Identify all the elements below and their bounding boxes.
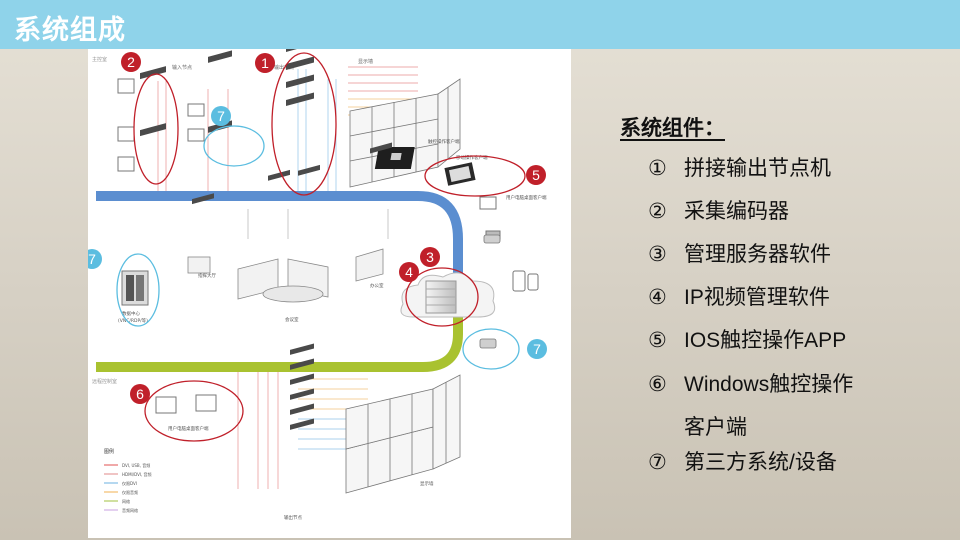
item-number: ④ bbox=[648, 286, 667, 309]
marker-7-left: 7 bbox=[88, 251, 96, 267]
label-touch-client: 触控操作客户端 bbox=[428, 138, 460, 145]
middle-endpoints bbox=[192, 142, 392, 205]
label-datacenter: 数据中心 bbox=[122, 310, 140, 317]
tablet-device bbox=[444, 162, 476, 186]
display-wall-top bbox=[349, 78, 461, 188]
component-list-panel: 系统组件： ① 拼接输出节点机 ② 采集编码器 ③ 管理服务器软件 ④ IP视频… bbox=[618, 112, 948, 492]
touch-client-device bbox=[374, 147, 415, 169]
marker-7-top: 7 bbox=[217, 108, 225, 124]
item-number: ③ bbox=[648, 243, 667, 266]
legend-item: 仅限音频 bbox=[122, 489, 138, 495]
remote-pcs bbox=[155, 394, 217, 414]
highlight-camera bbox=[462, 328, 520, 370]
item-label: 拼接输出节点机 bbox=[684, 157, 831, 180]
label-display-wall-top: 显示墙 bbox=[358, 58, 373, 65]
label-display-wall-bottom: 显示墙 bbox=[420, 480, 434, 487]
marker-7-right: 7 bbox=[533, 341, 541, 357]
item-number: ⑦ bbox=[648, 451, 667, 474]
label-remote-user-pc: 用户电脑桌面客户端 bbox=[168, 425, 209, 432]
ip-camera bbox=[479, 234, 501, 349]
item-number: ① bbox=[648, 157, 667, 180]
list-item: ⑥ Windows触控操作 客户端 bbox=[648, 363, 948, 449]
highlight-datacenter bbox=[116, 253, 160, 327]
slide-title: 系统组成 bbox=[14, 15, 126, 46]
system-diagram: 主控室 输入节点 输出节点 显示墙 bbox=[88, 49, 571, 538]
output-node-stack-bottom bbox=[290, 343, 314, 430]
label-mobile-client: 移动操作客户端 bbox=[456, 154, 488, 161]
list-item: ① 拼接输出节点机 bbox=[648, 155, 948, 198]
cable-lines bbox=[157, 66, 418, 489]
legend-title: 图例 bbox=[104, 448, 114, 455]
highlight-tablet bbox=[424, 155, 526, 197]
highlight-server bbox=[405, 267, 479, 327]
highlight-output-nodes bbox=[271, 52, 337, 196]
label-meeting-room: 会议室 bbox=[285, 316, 299, 323]
marker-1: 1 bbox=[261, 55, 269, 71]
network-bus-blue bbox=[96, 191, 463, 279]
legend-item: HDMI/DVI, 音频 bbox=[122, 471, 152, 477]
highlight-encoders bbox=[133, 73, 179, 185]
item-label: IOS触控操作APP bbox=[684, 329, 847, 352]
list-item: ⑤ IOS触控操作APP bbox=[648, 327, 948, 370]
marker-5: 5 bbox=[532, 167, 540, 183]
marker-3: 3 bbox=[426, 249, 434, 265]
legend-item: 网络 bbox=[122, 498, 130, 504]
marker-4: 4 bbox=[405, 264, 413, 280]
item-number: ② bbox=[648, 200, 667, 223]
highlight-remote-client bbox=[144, 380, 244, 442]
label-output-node-bottom: 输出节点 bbox=[284, 514, 302, 521]
list-item: ③ 管理服务器软件 bbox=[648, 241, 948, 284]
legend-item: 仅限DVI bbox=[122, 480, 137, 486]
datacenter-rack bbox=[121, 270, 149, 306]
management-server-cloud bbox=[400, 272, 496, 318]
legend: 图例 DVI, USB, 音频 HDMI/DVI, 音频 仅限DVI 仅限音频 … bbox=[104, 448, 152, 513]
item-label: Windows触控操作 客户端 bbox=[684, 373, 854, 439]
user-pc-right bbox=[479, 196, 539, 292]
item-label: 采集编码器 bbox=[684, 200, 789, 223]
component-heading: 系统组件： bbox=[620, 117, 725, 140]
item-label: 第三方系统/设备 bbox=[684, 451, 837, 474]
label-remote-room: 远程控制室 bbox=[92, 378, 117, 385]
title-bar: 系统组成 bbox=[0, 0, 960, 49]
meeting-table bbox=[262, 285, 324, 303]
label-datacenter-sub: (VNC/RDP/等) bbox=[118, 317, 148, 324]
network-bus-green bbox=[96, 314, 463, 372]
highlight-third-party-top bbox=[203, 125, 265, 167]
list-item: ② 采集编码器 bbox=[648, 198, 948, 241]
item-label: IP视频管理软件 bbox=[684, 286, 830, 309]
label-office: 办公室 bbox=[370, 282, 384, 289]
label-user-pc: 用户电脑桌面客户端 bbox=[506, 194, 547, 201]
label-input-node: 输入节点 bbox=[172, 64, 192, 71]
marker-6: 6 bbox=[136, 386, 144, 402]
output-node-stack-top bbox=[286, 49, 314, 106]
label-command-hall: 指挥大厅 bbox=[198, 272, 216, 279]
list-item: ⑦ 第三方系统/设备 bbox=[648, 449, 948, 492]
component-list: ① 拼接输出节点机 ② 采集编码器 ③ 管理服务器软件 ④ IP视频管理软件 ⑤… bbox=[618, 155, 948, 492]
item-number: ⑥ bbox=[648, 373, 667, 396]
legend-item: DVI, USB, 音频 bbox=[122, 462, 150, 468]
marker-2: 2 bbox=[127, 54, 135, 70]
item-label: 管理服务器软件 bbox=[684, 243, 831, 266]
legend-item: 音频网络 bbox=[122, 507, 138, 513]
item-number: ⑤ bbox=[648, 329, 667, 352]
display-wall-bottom bbox=[345, 374, 461, 494]
list-item: ④ IP视频管理软件 bbox=[648, 284, 948, 327]
label-main-control: 主控室 bbox=[92, 56, 107, 63]
